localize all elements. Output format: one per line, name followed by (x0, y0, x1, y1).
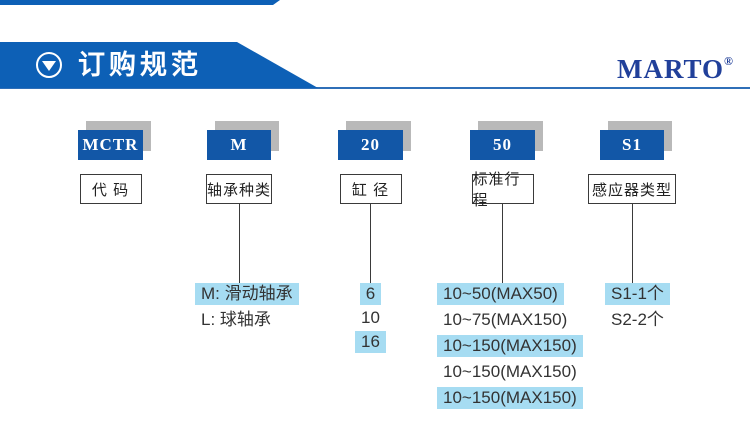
top-accent-bar (0, 0, 280, 5)
option-stroke-3: 10~150(MAX150) (437, 335, 583, 357)
code-box-stroke: 50 (470, 130, 535, 160)
code-box-bore-size: 20 (338, 130, 403, 160)
label-box-bore-size: 缸 径 (339, 174, 402, 204)
option-stroke-4: 10~150(MAX150) (443, 362, 577, 381)
label-box-stroke: 标准行程 (471, 171, 534, 209)
option-sensor-type-1: S1-1个 (605, 283, 670, 305)
option-list-stroke: 10~50(MAX50) 10~75(MAX150) 10~150(MAX150) 1… (437, 283, 583, 409)
section-banner: 订购规范 (0, 42, 318, 88)
code-box-code: MCTR (78, 130, 143, 160)
brand-logo: MARTO® (616, 54, 734, 84)
code-box-sensor-type: S1 (600, 130, 664, 160)
label-box-sensor-type: 感应器类型 (588, 174, 676, 204)
registered-mark: ® (724, 54, 734, 68)
option-sensor-type-2: S2-2个 (611, 310, 664, 329)
connector-line-sensor-type (631, 204, 633, 283)
header-rule (0, 87, 750, 89)
brand-logo-text: MARTO (616, 54, 725, 84)
option-stroke-2: 10~75(MAX150) (443, 310, 568, 329)
option-bearing-type-2: L: 球轴承 (201, 310, 271, 329)
option-stroke-5: 10~150(MAX150) (437, 387, 583, 409)
circle-down-triangle-icon (36, 52, 62, 78)
option-list-bearing-type: M: 滑动轴承 L: 球轴承 (195, 283, 299, 331)
option-stroke-1: 10~50(MAX50) (437, 283, 564, 305)
label-box-code: 代 码 (79, 174, 142, 204)
option-bore-size-2: 10 (361, 308, 380, 327)
down-triangle-icon (42, 61, 56, 71)
connector-line-stroke (502, 204, 503, 283)
option-bearing-type-1: M: 滑动轴承 (195, 283, 299, 305)
page-title: 订购规范 (78, 50, 202, 80)
option-bore-size-3: 16 (355, 331, 386, 353)
connector-line-bore-size (370, 204, 371, 283)
connector-line-bearing-type (238, 204, 240, 283)
label-box-bearing-type: 轴承种类 (206, 174, 272, 204)
option-bore-size-1: 6 (359, 283, 382, 305)
option-list-sensor-type: S1-1个 S2-2个 (605, 283, 670, 331)
option-list-bore-size: 6 10 16 (311, 283, 431, 353)
code-box-bearing-type: M (207, 130, 271, 160)
